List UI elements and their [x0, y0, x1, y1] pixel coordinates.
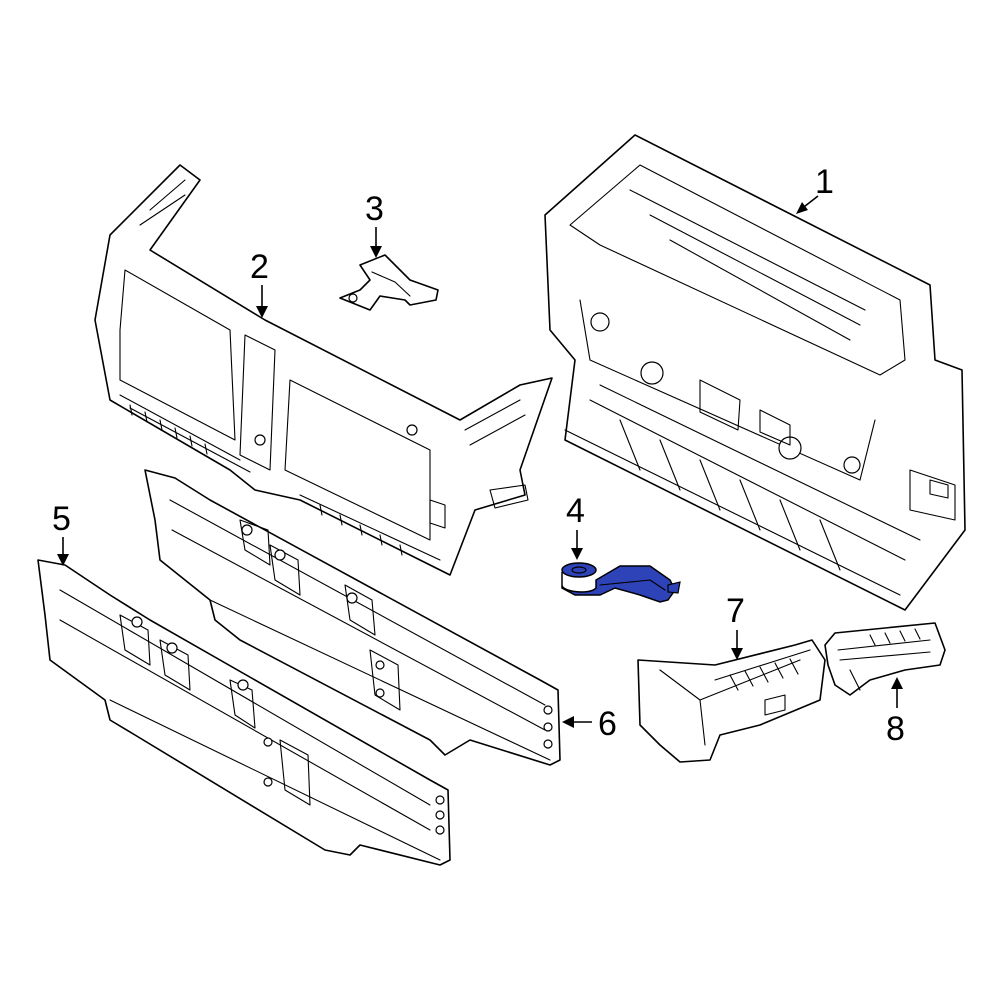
callout-6: 6 — [562, 705, 617, 743]
callout-label-6: 6 — [598, 705, 617, 743]
part-4-highlighted-bracket[interactable] — [561, 562, 681, 603]
callout-7: 7 — [726, 592, 745, 660]
callout-4: 4 — [566, 492, 585, 560]
callout-3: 3 — [365, 190, 384, 258]
callout-label-5: 5 — [52, 500, 71, 538]
part-8-air-duct[interactable] — [824, 622, 946, 696]
callout-5: 5 — [52, 500, 71, 566]
callout-label-4: 4 — [566, 492, 585, 530]
part-5-bumper-reinforcement[interactable] — [37, 559, 451, 866]
callout-label-3: 3 — [365, 190, 384, 228]
callout-2: 2 — [250, 248, 269, 318]
part-1-radiator-support[interactable] — [544, 134, 966, 611]
part-6-impact-bar[interactable] — [144, 469, 561, 766]
callout-label-8: 8 — [886, 710, 905, 748]
part-2-upper-frame[interactable] — [94, 164, 553, 576]
callout-1: 1 — [796, 163, 834, 214]
part-3-bracket[interactable] — [339, 254, 439, 311]
callout-label-1: 1 — [815, 163, 834, 201]
callout-8: 8 — [886, 677, 905, 748]
callout-label-2: 2 — [250, 248, 269, 286]
callout-label-7: 7 — [726, 592, 745, 630]
part-7-air-duct[interactable] — [637, 639, 826, 763]
